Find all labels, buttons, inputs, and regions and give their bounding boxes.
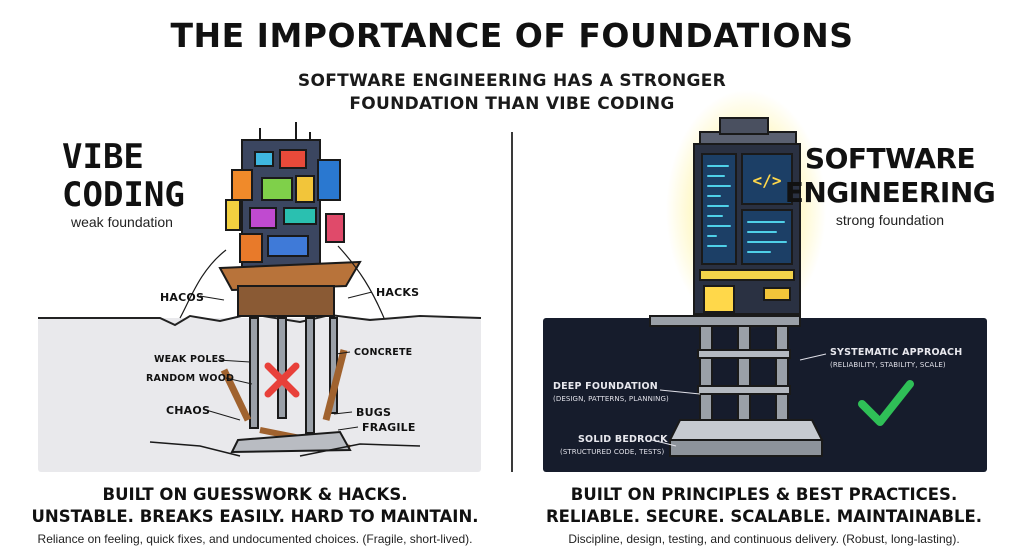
label-deep-foundation-sub: (DESIGN, PATTERNS, PLANNING) bbox=[553, 395, 669, 403]
engineering-summary-line-1: BUILT ON PRINCIPLES & BEST PRACTICES. bbox=[570, 485, 958, 504]
label-systematic-approach-sub: (RELIABILITY, STABILITY, SCALE) bbox=[830, 361, 946, 369]
engineering-heading-line-2: ENGINEERING bbox=[784, 176, 996, 209]
subtitle-line-2: FOUNDATION THAN VIBE CODING bbox=[349, 94, 675, 114]
vibe-coding-heading: VIBE CODING bbox=[62, 138, 212, 214]
page-subtitle: SOFTWARE ENGINEERING HAS A STRONGER FOUN… bbox=[262, 70, 762, 116]
subtitle-line-1: SOFTWARE ENGINEERING HAS A STRONGER bbox=[297, 71, 727, 91]
center-divider bbox=[511, 132, 513, 472]
page-title: THE IMPORTANCE OF FOUNDATIONS bbox=[170, 16, 854, 55]
vibe-tower bbox=[179, 122, 385, 319]
label-bugs: BUGS bbox=[356, 406, 392, 419]
engineering-foundation bbox=[649, 315, 824, 457]
engineering-summary-note: Discipline, design, testing, and continu… bbox=[568, 532, 960, 546]
vibe-heading-line-2: CODING bbox=[62, 175, 185, 215]
label-concrete: CONCRETE bbox=[354, 347, 413, 358]
engineering-summary-line-2: RELIABLE. SECURE. SCALABLE. MAINTAINABLE… bbox=[545, 507, 983, 526]
engineering-leader-lines bbox=[651, 353, 827, 447]
vibe-weak-poles bbox=[149, 317, 421, 457]
label-hacks: HACKS bbox=[376, 286, 420, 299]
vibe-summary-note: Reliance on feeling, quick fixes, and un… bbox=[37, 532, 473, 546]
engineering-caption: strong foundation bbox=[835, 212, 945, 228]
check-mark-icon bbox=[858, 380, 914, 426]
label-random-wood: RANDOM WOOD bbox=[146, 373, 235, 384]
software-engineering-heading: SOFTWARE ENGINEERING bbox=[780, 142, 1000, 210]
vibe-summary-line-2: UNSTABLE. BREAKS EASILY. HARD TO MAINTAI… bbox=[31, 507, 479, 526]
code-lines bbox=[707, 165, 787, 253]
vibe-summary-line-1: BUILT ON GUESSWORK & HACKS. bbox=[102, 485, 408, 504]
label-weak-poles: WEAK POLES bbox=[154, 354, 226, 365]
label-fragile: FRAGILE bbox=[362, 421, 416, 434]
label-deep-foundation: DEEP FOUNDATION bbox=[553, 381, 658, 392]
vibe-summary: BUILT ON GUESSWORK & HACKS. UNSTABLE. BR… bbox=[20, 484, 490, 528]
label-chaos: CHAOS bbox=[166, 404, 211, 417]
vibe-leader-lines bbox=[199, 291, 373, 431]
label-systematic-approach: SYSTEMATIC APPROACH bbox=[830, 347, 963, 358]
engineering-tower bbox=[693, 117, 801, 315]
engineering-heading-line-1: SOFTWARE bbox=[804, 142, 976, 175]
code-screen-icon: </> bbox=[753, 171, 782, 190]
x-mark-icon bbox=[264, 362, 300, 398]
vibe-caption: weak foundation bbox=[71, 214, 173, 230]
engineering-summary: BUILT ON PRINCIPLES & BEST PRACTICES. RE… bbox=[524, 484, 1004, 528]
label-hacos: HACOS bbox=[160, 291, 205, 304]
label-solid-bedrock: SOLID BEDROCK bbox=[578, 434, 668, 445]
vibe-heading-line-1: VIBE bbox=[62, 137, 144, 177]
label-solid-bedrock-sub: (STRUCTURED CODE, TESTS) bbox=[560, 448, 665, 456]
